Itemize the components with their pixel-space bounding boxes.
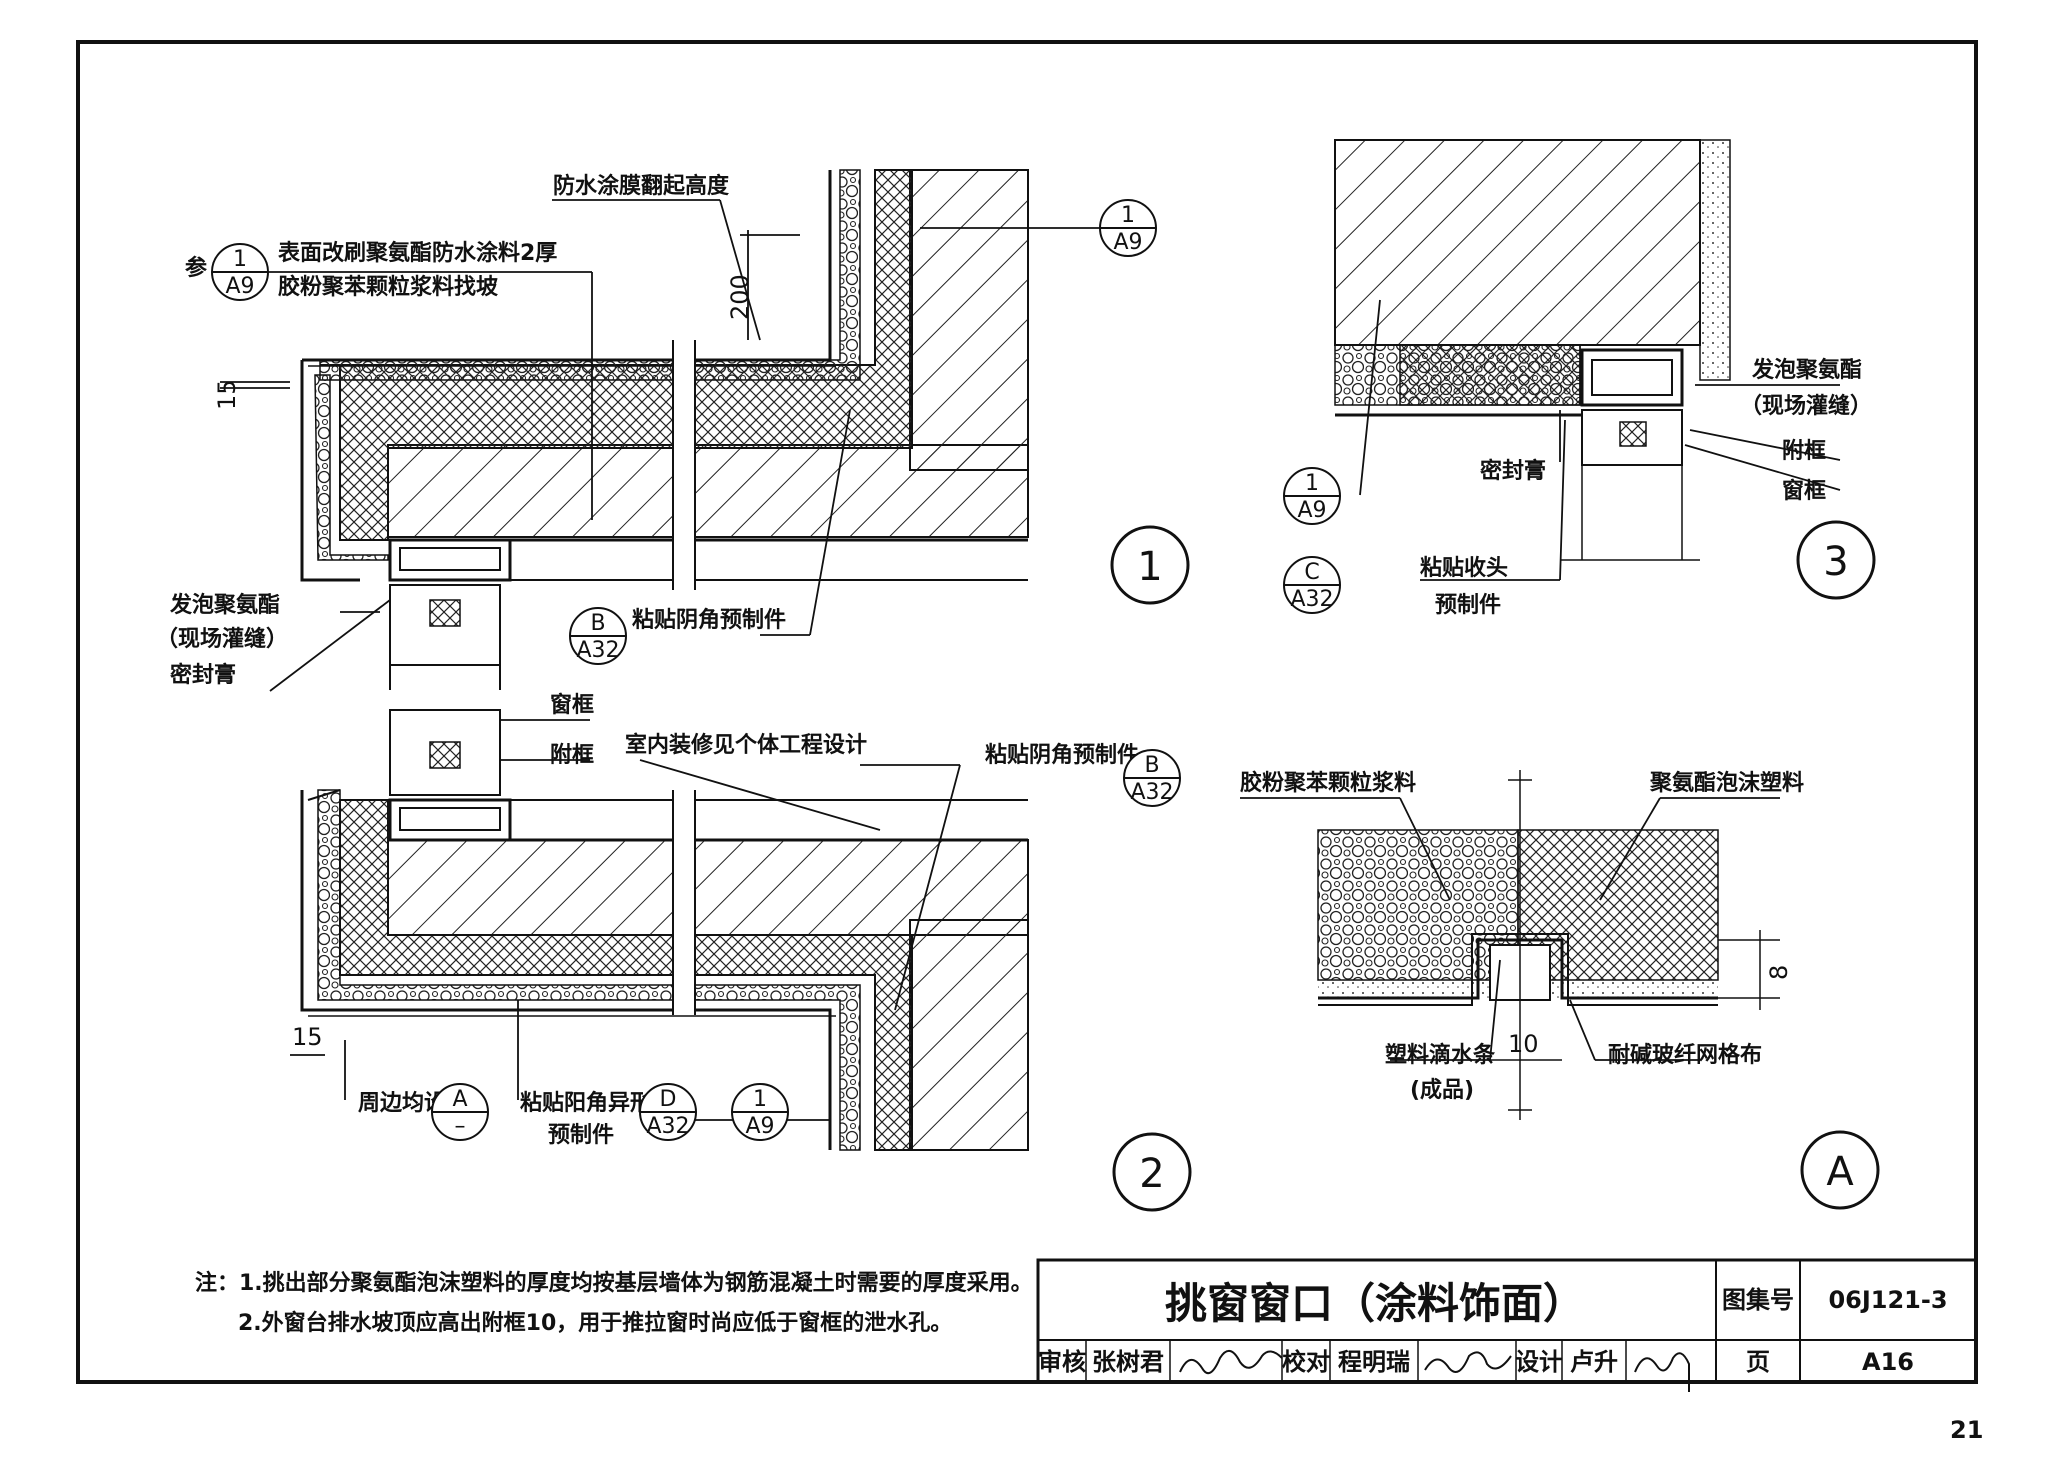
reviewer-signature [1179,1350,1283,1375]
svg-text:1: 1 [1121,203,1135,228]
ref-bubble-9: C A32 [1283,556,1341,614]
designer-name: 卢升 [1570,1348,1618,1376]
ref-bubble-1: 1 A9 [211,243,269,301]
detail-a-annotations [1240,797,1780,1061]
svg-text:1: 1 [1137,544,1162,590]
svg-text:C: C [1304,560,1319,585]
detail-2-drawing [300,709,1029,1151]
label-site-fill-right: （现场灌缝） [1740,393,1872,419]
label-window-frame-2: 窗框 [550,692,594,718]
ref-bubble-7: 1 A9 [731,1083,789,1141]
checker-name: 程明瑞 [1338,1348,1410,1376]
page-label: 页 [1746,1348,1770,1376]
label-sub-frame-2: 附框 [550,742,594,768]
title-block [1036,1258,1978,1384]
svg-text:B: B [1144,753,1159,778]
dim-8: 8 [1765,965,1793,980]
label-sealant-left: 密封膏 [170,662,236,688]
reviewer-name: 张树君 [1092,1348,1164,1376]
designer-signature [1634,1352,1690,1392]
svg-text:1: 1 [1305,471,1319,496]
ref-bubble-5: A – [431,1083,489,1141]
ref-bubble-3: B A32 [569,607,627,665]
label-site-fill-left: （现场灌缝） [156,626,288,652]
label-outer-corner-1: 粘贴阳角异形 [520,1090,652,1116]
svg-text:–: – [455,1114,466,1139]
dim-15-top: 15 [213,379,241,410]
detail-3-annotations [1359,299,1841,581]
svg-text:A: A [1826,1149,1854,1195]
detail-mark-a: A [1800,1130,1880,1210]
detail-mark-3: 3 [1796,520,1876,600]
label-window-frame-3: 窗框 [1782,478,1826,504]
label-inner-corner-2: 粘贴阴角预制件 [985,742,1139,768]
svg-text:3: 3 [1823,539,1848,585]
label-pu-foam-plastic: 聚氨酯泡沫塑料 [1649,770,1804,796]
svg-text:A9: A9 [225,274,254,299]
svg-text:A32: A32 [646,1114,689,1139]
design-label: 设计 [1515,1348,1563,1376]
atlas-number: 06J121-3 [1828,1286,1947,1314]
detail-1-drawing [300,169,1029,690]
label-sealant-3: 密封膏 [1480,458,1546,484]
checker-signature [1424,1351,1512,1373]
detail-a-drawing [1317,770,1780,1120]
label-surface-brush-1: 表面改刷聚氨酯防水涂料2厚 [278,240,557,266]
detail-mark-2: 2 [1112,1132,1192,1212]
ref-bubble-4: B A32 [1123,749,1181,807]
label-inner-corner-1: 粘贴阴角预制件 [632,607,786,633]
detail-2-annotations [290,719,961,1121]
dim-10: 10 [1508,1030,1539,1058]
review-label: 审核 [1038,1348,1086,1376]
svg-text:A9: A9 [1297,498,1326,523]
label-mesh-cloth: 耐碱玻纤网格布 [1608,1042,1762,1068]
ref-bubble-6: D A32 [639,1083,697,1141]
svg-text:B: B [590,611,605,636]
label-surface-brush-2: 胶粉聚苯颗粒浆料找坡 [278,274,498,300]
detail-3-drawing [1334,139,1731,561]
label-waterproof-height: 防水涂膜翻起高度 [553,173,730,199]
svg-text:2: 2 [1139,1151,1164,1197]
svg-text:1: 1 [753,1087,767,1112]
detail-mark-1: 1 [1110,525,1190,605]
check-label: 校对 [1282,1348,1330,1376]
label-ref-prefix: 参 [185,255,207,281]
svg-text:A32: A32 [576,638,619,663]
label-rubber-powder: 胶粉聚苯颗粒浆料 [1240,770,1416,796]
svg-text:A32: A32 [1290,587,1333,612]
label-end-piece-2: 预制件 [1435,593,1501,618]
atlas-label: 图集号 [1722,1286,1794,1314]
page-number: 21 [1950,1416,1983,1444]
sheet-border [76,40,1978,1384]
svg-text:A9: A9 [1113,230,1142,255]
svg-text:1: 1 [233,247,247,272]
ref-bubble-2: 1 A9 [1099,199,1157,257]
label-drip-strip-2: (成品) [1410,1078,1474,1103]
label-foam-pu-left: 发泡聚氨酯 [169,592,280,618]
svg-text:A: A [452,1087,467,1112]
label-sub-frame-3: 附框 [1782,438,1826,464]
svg-text:A32: A32 [1130,780,1173,805]
svg-text:D: D [660,1087,677,1112]
label-interior-note: 室内装修见个体工程设计 [625,732,867,758]
page-title: 挑窗窗口（涂料饰面） [1165,1279,1585,1328]
page-code: A16 [1862,1348,1914,1376]
label-foam-pu-right: 发泡聚氨酯 [1751,357,1862,383]
note-line-1: 注：1.挑出部分聚氨酯泡沫塑料的厚度均按基层墙体为钢筋混凝土时需要的厚度采用。 [195,1270,1033,1296]
label-outer-corner-2: 预制件 [548,1123,614,1148]
label-end-piece-1: 粘贴收头 [1420,555,1508,581]
svg-text:A9: A9 [745,1114,774,1139]
note-line-2: 2.外窗台排水坡顶应高出附框10，用于推拉窗时尚应低于窗框的泄水孔。 [238,1310,952,1336]
ref-bubble-8: 1 A9 [1283,467,1341,525]
detail-1-annotations [220,199,1100,692]
dim-200: 200 [726,274,754,320]
dim-15-bottom: 15 [292,1023,323,1051]
label-drip-strip-1: 塑料滴水条 [1385,1042,1496,1068]
